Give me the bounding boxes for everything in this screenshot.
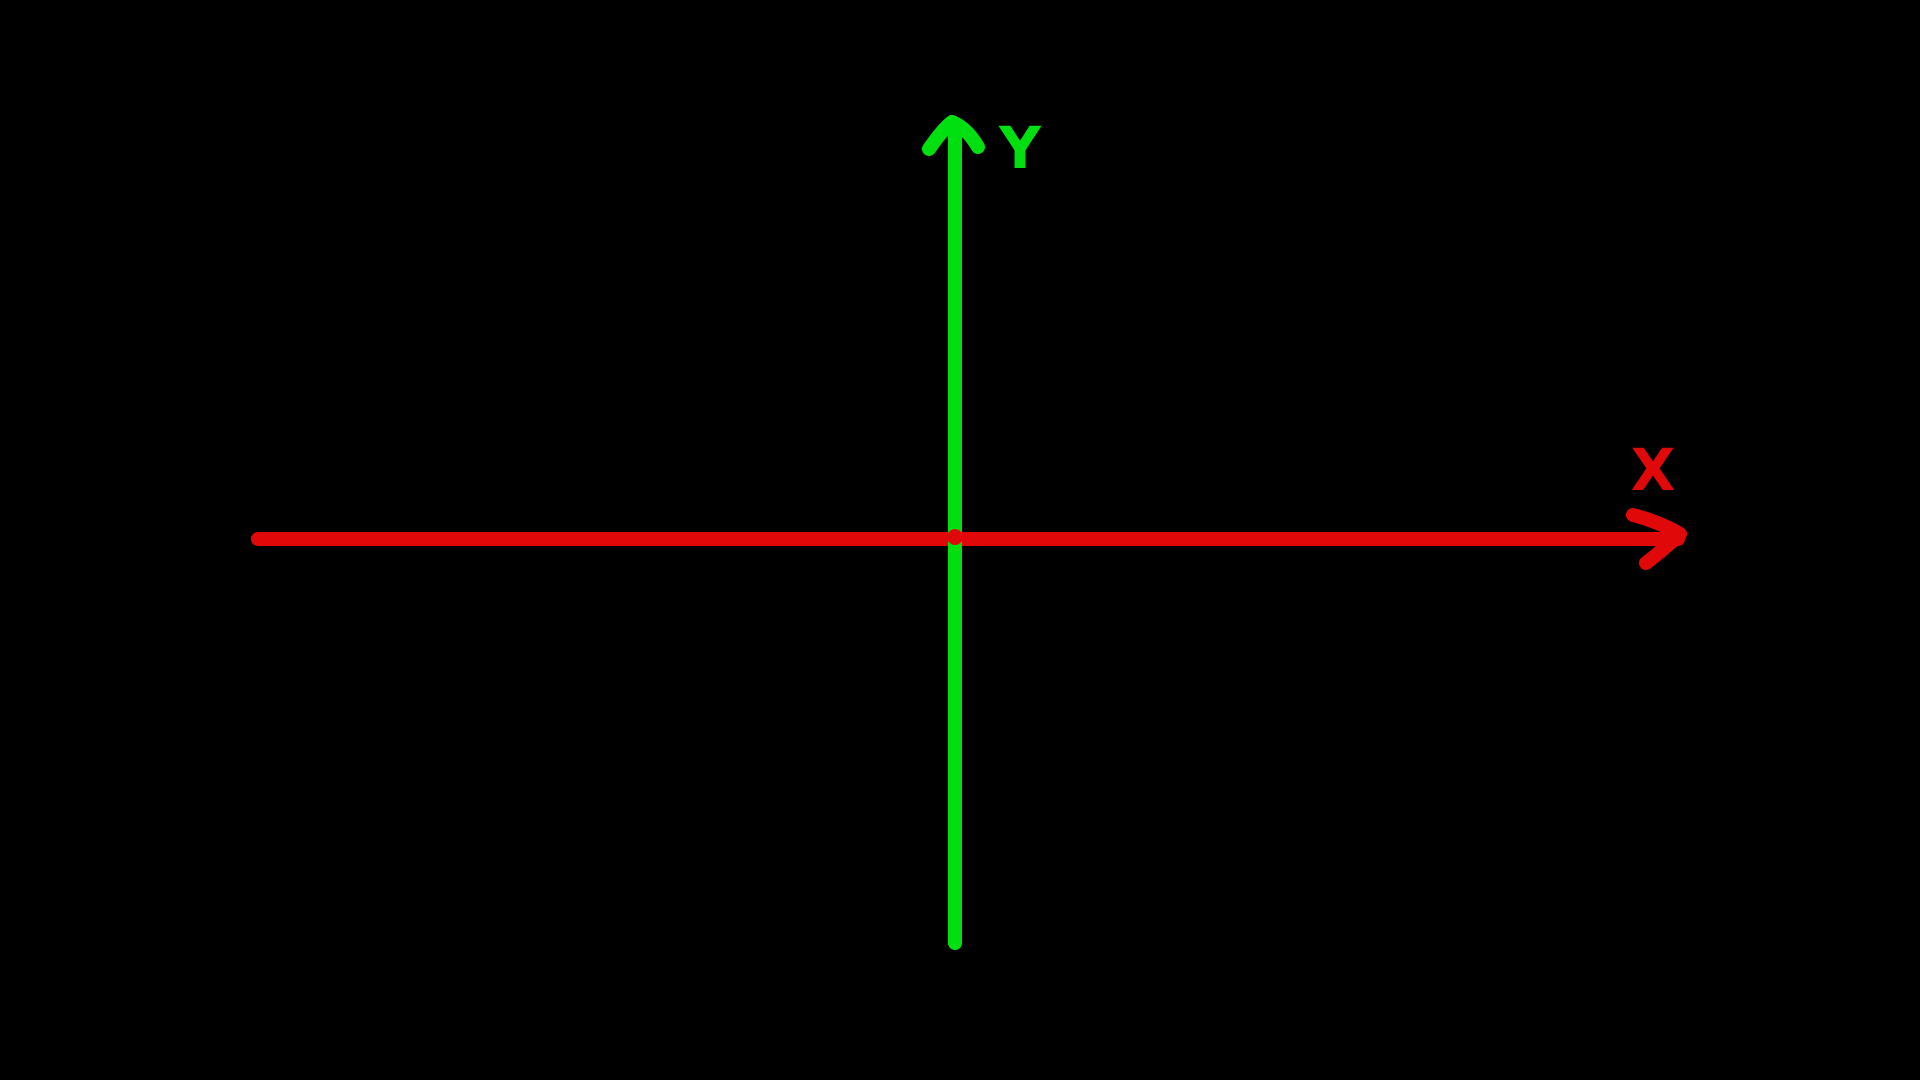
y-axis-label: Y [998,114,1042,182]
origin-point [947,529,963,545]
x-axis-arrowhead [1626,508,1687,570]
x-axis: X [251,436,1687,570]
x-axis-label: X [1631,436,1676,504]
y-axis-arrowhead [922,115,985,156]
